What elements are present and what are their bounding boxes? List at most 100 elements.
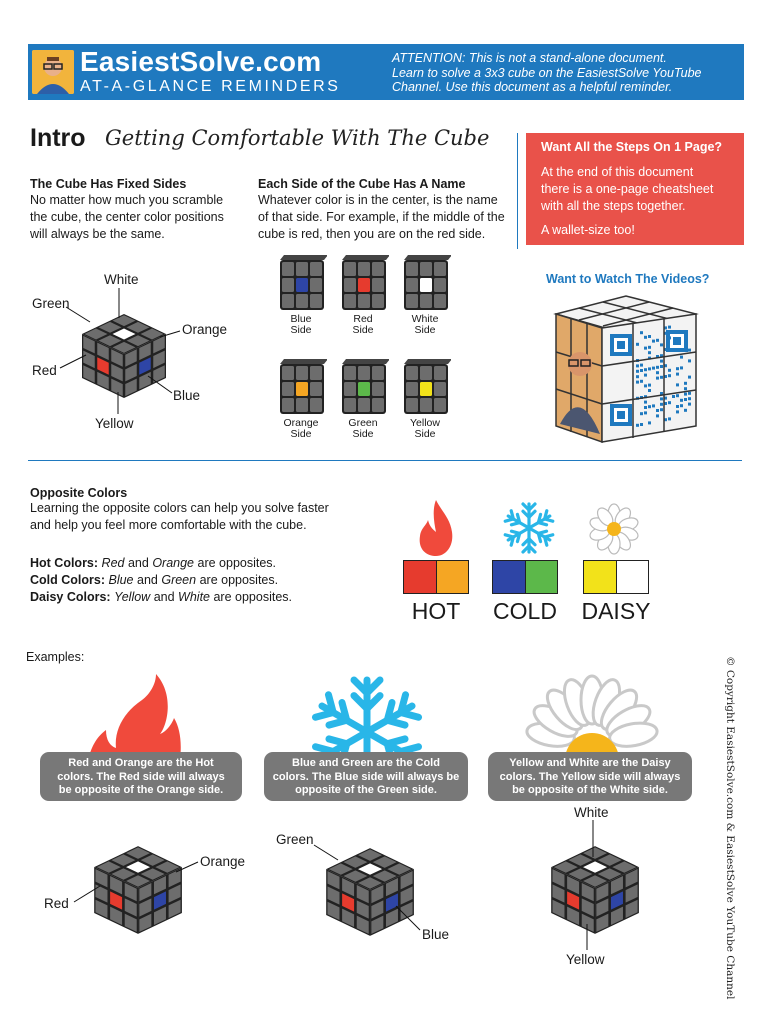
body-line: of that side. For example, if the middle…	[258, 210, 505, 224]
header-banner	[28, 44, 744, 100]
presenter-avatar	[32, 50, 74, 94]
side-face-suffix: Side	[414, 428, 436, 440]
section-divider	[28, 460, 742, 461]
label-red: Red	[44, 896, 69, 911]
label-green: Green	[276, 832, 314, 847]
body-line: with all the steps together.	[541, 199, 686, 213]
body-line: and help you feel more comfortable with …	[30, 518, 307, 532]
label-yellow: Yellow	[566, 952, 605, 967]
callout-line: colors. The Yellow side will always	[499, 770, 681, 783]
side-names-body: Whatever color is in the center, is the …	[258, 192, 505, 243]
color-pair-swatch	[492, 560, 558, 594]
swatch-color	[525, 561, 557, 593]
label-blue: Blue	[173, 388, 201, 403]
swatch-color	[493, 561, 526, 593]
body-line: Whatever color is in the center, is the …	[258, 193, 498, 207]
label-orange: Orange	[200, 854, 246, 869]
daisy-and: and	[153, 590, 175, 604]
label-orange: Orange	[182, 322, 228, 337]
daisy-color-b: White	[178, 590, 210, 604]
snowflake-icon	[503, 502, 555, 554]
side-face-name: Yellow	[410, 417, 440, 429]
label-white: White	[574, 805, 609, 820]
qr-cube-image[interactable]	[552, 294, 700, 444]
callout-line: colors. The Blue side will always be	[272, 770, 460, 783]
callout-cold: Blue and Green are the Cold colors. The …	[264, 752, 468, 801]
cta-body: At the end of this document there is a o…	[541, 164, 713, 215]
color-group-name: HOT	[411, 598, 461, 624]
side-face-diagram	[404, 255, 451, 310]
side-face-suffix: Side	[290, 428, 312, 440]
side-face-name: Green	[348, 417, 378, 429]
color-group-name: DAISY	[581, 598, 651, 624]
copyright-container: © Copyright EasiestSolve.com & EasiestSo…	[722, 656, 742, 999]
attention-line: ATTENTION: This is not a stand-alone doc…	[392, 51, 667, 65]
callout-daisy: Yellow and White are the Daisy colors. T…	[488, 752, 692, 801]
hot-label: Hot Colors:	[30, 556, 99, 570]
body-line: the cube, the center color positions	[30, 210, 224, 224]
side-face-diagram	[280, 359, 327, 414]
body-line: At the end of this document	[541, 165, 694, 179]
label-red: Red	[32, 363, 57, 378]
label-white: White	[104, 272, 139, 287]
cold-rest: are opposites.	[199, 573, 279, 587]
hot-rest: are opposites.	[197, 556, 277, 570]
hot-pair-line: Hot Colors: Red and Orange are opposites…	[30, 555, 292, 572]
cold-pair-line: Cold Colors: Blue and Green are opposite…	[30, 572, 292, 589]
flame-icon	[419, 500, 453, 556]
opposite-heading: Opposite Colors	[30, 486, 128, 500]
daisy-label: Daisy Colors:	[30, 590, 111, 604]
body-line: there is a one-page cheatsheet	[541, 182, 714, 196]
callout-line: opposite of the Green side.	[295, 784, 437, 796]
swatch-color	[616, 561, 648, 593]
side-face-suffix: Side	[414, 324, 436, 336]
examples-label: Examples:	[26, 650, 85, 664]
brand-title: EasiestSolve.com	[80, 46, 322, 77]
cta-divider	[517, 133, 518, 249]
side-face-suffix: Side	[290, 324, 312, 336]
hot-color-b: Orange	[152, 556, 195, 570]
daisy-pair-line: Daisy Colors: Yellow and White are oppos…	[30, 589, 292, 606]
side-names-heading: Each Side of the Cube Has A Name	[258, 177, 466, 191]
daisy-icon	[589, 503, 639, 555]
cold-label: Cold Colors:	[30, 573, 105, 587]
attention-note: ATTENTION: This is not a stand-alone doc…	[392, 51, 742, 95]
body-line: will always be the same.	[30, 227, 165, 241]
cube-diagram-fixed	[82, 314, 166, 398]
side-face-diagram	[342, 255, 389, 310]
swatch-color	[404, 561, 437, 593]
label-blue: Blue	[422, 927, 450, 942]
section-title: Intro	[30, 124, 86, 152]
side-face-diagram	[280, 255, 327, 310]
body-line: cube is red, then you are on the red sid…	[258, 227, 486, 241]
cold-and: and	[137, 573, 158, 587]
cta-heading: Want All the Steps On 1 Page?	[541, 140, 723, 154]
side-face-diagram	[342, 359, 389, 414]
daisy-rest: are opposites.	[213, 590, 293, 604]
cube-diagram-cold	[326, 848, 414, 936]
cold-color-a: Blue	[108, 573, 134, 587]
videos-link[interactable]: Want to Watch The Videos?	[546, 272, 710, 286]
fixed-sides-body: No matter how much you scramble the cube…	[30, 192, 224, 243]
cube-diagram-hot	[94, 846, 182, 934]
color-group-name: COLD	[493, 598, 557, 624]
daisy-icon	[525, 674, 659, 760]
side-face-suffix: Side	[352, 428, 374, 440]
attention-line: Channel. Use this document as a helpful …	[392, 80, 673, 94]
brand-tagline: AT-A-GLANCE REMINDERS	[80, 78, 341, 95]
side-face-diagram	[404, 359, 451, 414]
callout-line: be opposite of the Orange side.	[58, 784, 224, 796]
flame-icon	[88, 674, 181, 760]
side-face-suffix: Side	[352, 324, 374, 336]
attention-line: Learn to solve a 3x3 cube on the Easiest…	[392, 65, 702, 80]
side-face-name: Orange	[283, 417, 319, 429]
label-yellow: Yellow	[95, 416, 134, 431]
side-face-name: White	[411, 313, 439, 325]
cta-note: A wallet-size too!	[541, 223, 635, 237]
opposite-body: Learning the opposite colors can help yo…	[30, 500, 329, 534]
daisy-color-a: Yellow	[114, 590, 151, 604]
